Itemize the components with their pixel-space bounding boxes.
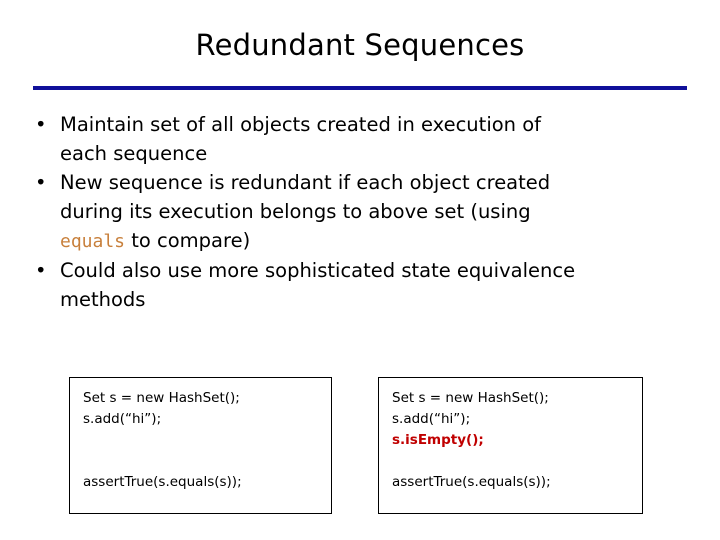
bullet-line: methods	[60, 285, 693, 314]
bullet-line: during its execution belongs to above se…	[60, 197, 693, 226]
inline-code-token: equals	[60, 231, 126, 252]
title-underline-rule	[33, 86, 687, 90]
code-box-right: Set s = new HashSet(); s.add(“hi”); s.isEm…	[378, 377, 643, 514]
page-title: Redundant Sequences	[195, 28, 525, 62]
bullet-line: New sequence is redundant if each object…	[60, 168, 693, 197]
code-line-highlighted: s.isEmpty();	[392, 432, 484, 448]
bullet-line: Could also use more sophisticated state …	[60, 256, 693, 285]
bullet-marker-icon: •	[35, 171, 47, 194]
bullet-item: • Maintain set of all objects created in …	[33, 110, 693, 168]
bullet-marker-icon: •	[35, 259, 47, 282]
bullet-text-segment: Maintain set of all objects created in e…	[60, 113, 542, 136]
bullet-text-segment: to compare)	[125, 229, 251, 252]
code-line: Set s = new HashSet();	[392, 390, 549, 406]
code-line: s.add(“hi”);	[83, 411, 162, 427]
code-line	[83, 451, 331, 472]
bullet-text-segment: methods	[60, 288, 146, 311]
code-box-left: Set s = new HashSet(); s.add(“hi”); asser…	[69, 377, 332, 514]
bullet-list: • Maintain set of all objects created in …	[33, 110, 693, 314]
code-line: s.add(“hi”);	[392, 411, 471, 427]
code-line: Set s = new HashSet();	[83, 390, 240, 406]
bullet-text-segment: New sequence is redundant if each object…	[60, 171, 551, 194]
bullet-line: equals to compare)	[60, 226, 693, 256]
bullet-marker-icon: •	[35, 113, 47, 136]
bullet-text-segment: Could also use more sophisticated state …	[60, 259, 576, 282]
bullet-item: • New sequence is redundant if each objec…	[33, 168, 693, 256]
bullet-line: each sequence	[60, 139, 693, 168]
code-line: assertTrue(s.equals(s));	[83, 474, 242, 490]
code-line	[83, 430, 331, 451]
bullet-text-segment: each sequence	[60, 142, 208, 165]
bullet-line: Maintain set of all objects created in e…	[60, 110, 693, 139]
code-line: assertTrue(s.equals(s));	[392, 474, 551, 490]
bullet-item: • Could also use more sophisticated state…	[33, 256, 693, 314]
bullet-text-segment: during its execution belongs to above se…	[60, 200, 531, 223]
code-line	[392, 451, 642, 472]
